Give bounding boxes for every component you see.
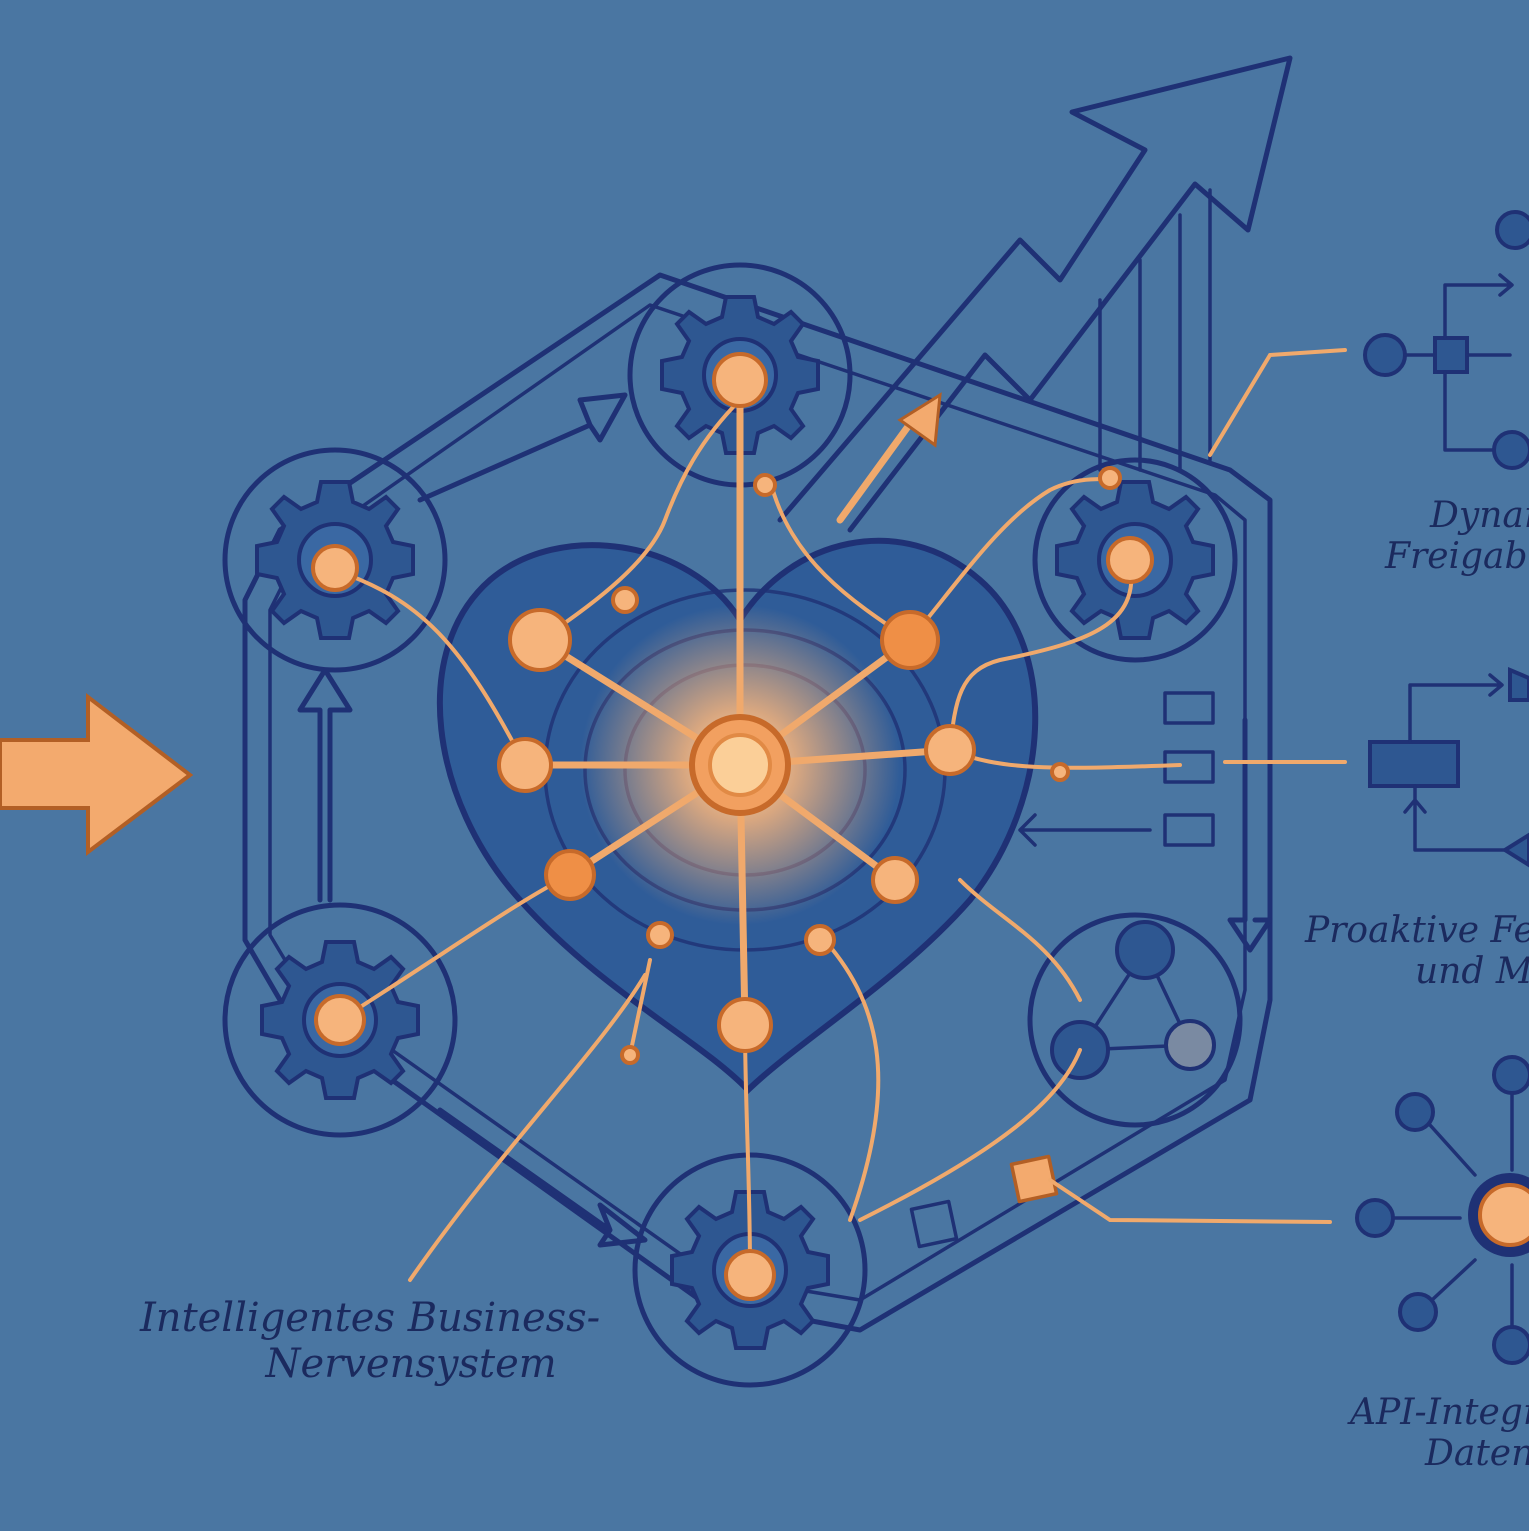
- label-core-line2: Nervensystem: [265, 1341, 557, 1387]
- label-approvals-line2: Freigabe: [1385, 536, 1529, 578]
- hub-icon: [1355, 1055, 1529, 1365]
- label-errors-line2: und M: [1415, 951, 1529, 993]
- input-arrow-icon: [0, 692, 194, 857]
- growth-arrow-icon: [777, 55, 1293, 533]
- label-errors: Proaktive Fe und M: [1305, 910, 1529, 993]
- label-api-line2: Daten: [1425, 1433, 1529, 1475]
- label-api: API-Integr Daten: [1350, 1392, 1529, 1475]
- label-errors-line1: Proaktive Fe: [1305, 910, 1529, 951]
- growth-bars: [1098, 188, 1212, 472]
- label-core-line1: Intelligentes Business-: [140, 1295, 601, 1341]
- label-core: Intelligentes Business- Nervensystem: [140, 1295, 600, 1387]
- pointer-lines: [1048, 348, 1347, 1224]
- label-api-line1: API-Integr: [1350, 1392, 1529, 1433]
- data-boxes: [909, 691, 1215, 1249]
- label-approvals: Dynam Freigabe: [1385, 495, 1529, 578]
- label-approvals-line1: Dynam: [1430, 495, 1529, 536]
- flowchart-icon: [1363, 210, 1529, 470]
- process-icon: [1368, 666, 1529, 868]
- neuron-nodes: [311, 352, 1154, 1301]
